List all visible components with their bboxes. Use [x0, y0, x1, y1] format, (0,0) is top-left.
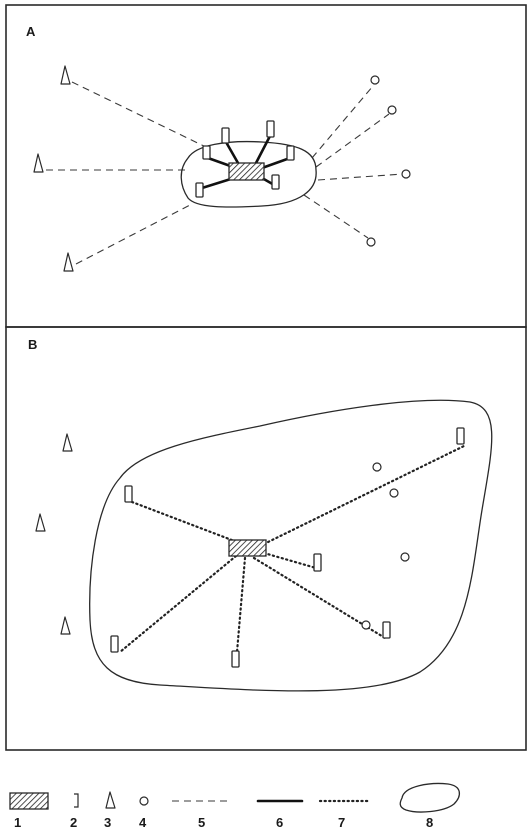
legend-number: 6: [276, 815, 283, 830]
triangle-stone-icon: [35, 513, 46, 532]
dashed-link: [303, 194, 369, 239]
stone-icon: [266, 120, 275, 138]
panel-a-triangles: [33, 65, 74, 272]
legend-number: 4: [139, 815, 147, 830]
dotted-link: [130, 500, 239, 544]
solid-link: [260, 156, 292, 170]
legend-number: 5: [198, 815, 205, 830]
dashed-link: [317, 173, 404, 181]
legend-item-4: 4: [139, 796, 149, 830]
stone-icon: [124, 485, 133, 503]
dashed-link: [315, 113, 390, 168]
panel-a-dashed-links: [46, 81, 404, 265]
stone-icon: [286, 145, 295, 161]
dotted-link: [118, 554, 238, 654]
stone-icon: [271, 174, 280, 190]
solid-link: [224, 140, 240, 165]
legend-number: 3: [104, 815, 111, 830]
panel-b-dotted-links: [118, 444, 466, 654]
dashed-link: [311, 85, 374, 159]
panel-b-frame: [5, 326, 527, 751]
circle-icon: [370, 75, 380, 85]
triangle-stone-icon: [33, 153, 44, 173]
panel-a-stones: [195, 120, 295, 198]
stone-icon: [382, 621, 391, 639]
stone-icon: [221, 127, 230, 144]
legend-item-7: 7: [318, 799, 372, 830]
enclosure-outline: [89, 399, 493, 692]
dotted-link: [262, 551, 318, 570]
legend: 1 2 3 4 5 6 7 8: [9, 782, 460, 830]
triangle-stone-icon: [63, 252, 74, 272]
circle-icon: [387, 105, 397, 115]
triangle-stone-icon: [62, 433, 73, 452]
legend-item-6: 6: [256, 799, 304, 830]
dotted-link: [235, 556, 247, 654]
circle-icon: [401, 169, 411, 179]
triangle-stone-icon: [60, 65, 71, 85]
legend-item-5: 5: [172, 800, 232, 830]
triangle-stone-icon: [105, 791, 116, 809]
panel-a-circles: [366, 75, 411, 247]
legend-number: 8: [426, 815, 433, 830]
circle-icon: [139, 796, 149, 806]
legend-item-1: 1: [9, 792, 49, 830]
triangle-stone-icon: [60, 616, 71, 635]
legend-item-8: 8: [399, 782, 460, 830]
legend-item-2: 2: [70, 793, 79, 830]
small-stone-icon: [74, 793, 79, 808]
stone-icon: [202, 145, 211, 160]
central-hatched-rectangle: [228, 162, 265, 181]
stone-icon: [456, 427, 465, 445]
legend-number: 1: [14, 815, 21, 830]
panel-a-label: A: [26, 24, 36, 39]
stone-icon: [313, 553, 322, 572]
legend-item-3: 3: [104, 791, 116, 830]
legend-number: 7: [338, 815, 345, 830]
hatched-rectangle-icon: [9, 792, 49, 810]
panel-b-stones: [110, 427, 465, 668]
stone-icon: [195, 182, 204, 198]
circle-icon: [372, 462, 382, 472]
dashed-link: [75, 204, 191, 265]
circle-icon: [361, 620, 371, 630]
legend-number: 2: [70, 815, 77, 830]
panel-b: B: [5, 326, 527, 751]
central-hatched-rectangle: [228, 539, 267, 557]
circle-icon: [366, 237, 376, 247]
panel-b-label: B: [28, 337, 37, 352]
solid-link: [254, 134, 272, 165]
circle-icon: [400, 552, 410, 562]
stone-icon: [231, 650, 240, 668]
panel-b-triangles: [35, 433, 73, 635]
dashed-link: [71, 81, 213, 151]
panel-a: A: [5, 4, 527, 328]
outline-blob-icon: [399, 782, 460, 813]
enclosure-outline: [180, 140, 317, 208]
stone-icon: [110, 635, 119, 653]
dotted-link: [262, 444, 466, 546]
circle-icon: [389, 488, 399, 498]
panel-b-circles: [361, 462, 410, 630]
